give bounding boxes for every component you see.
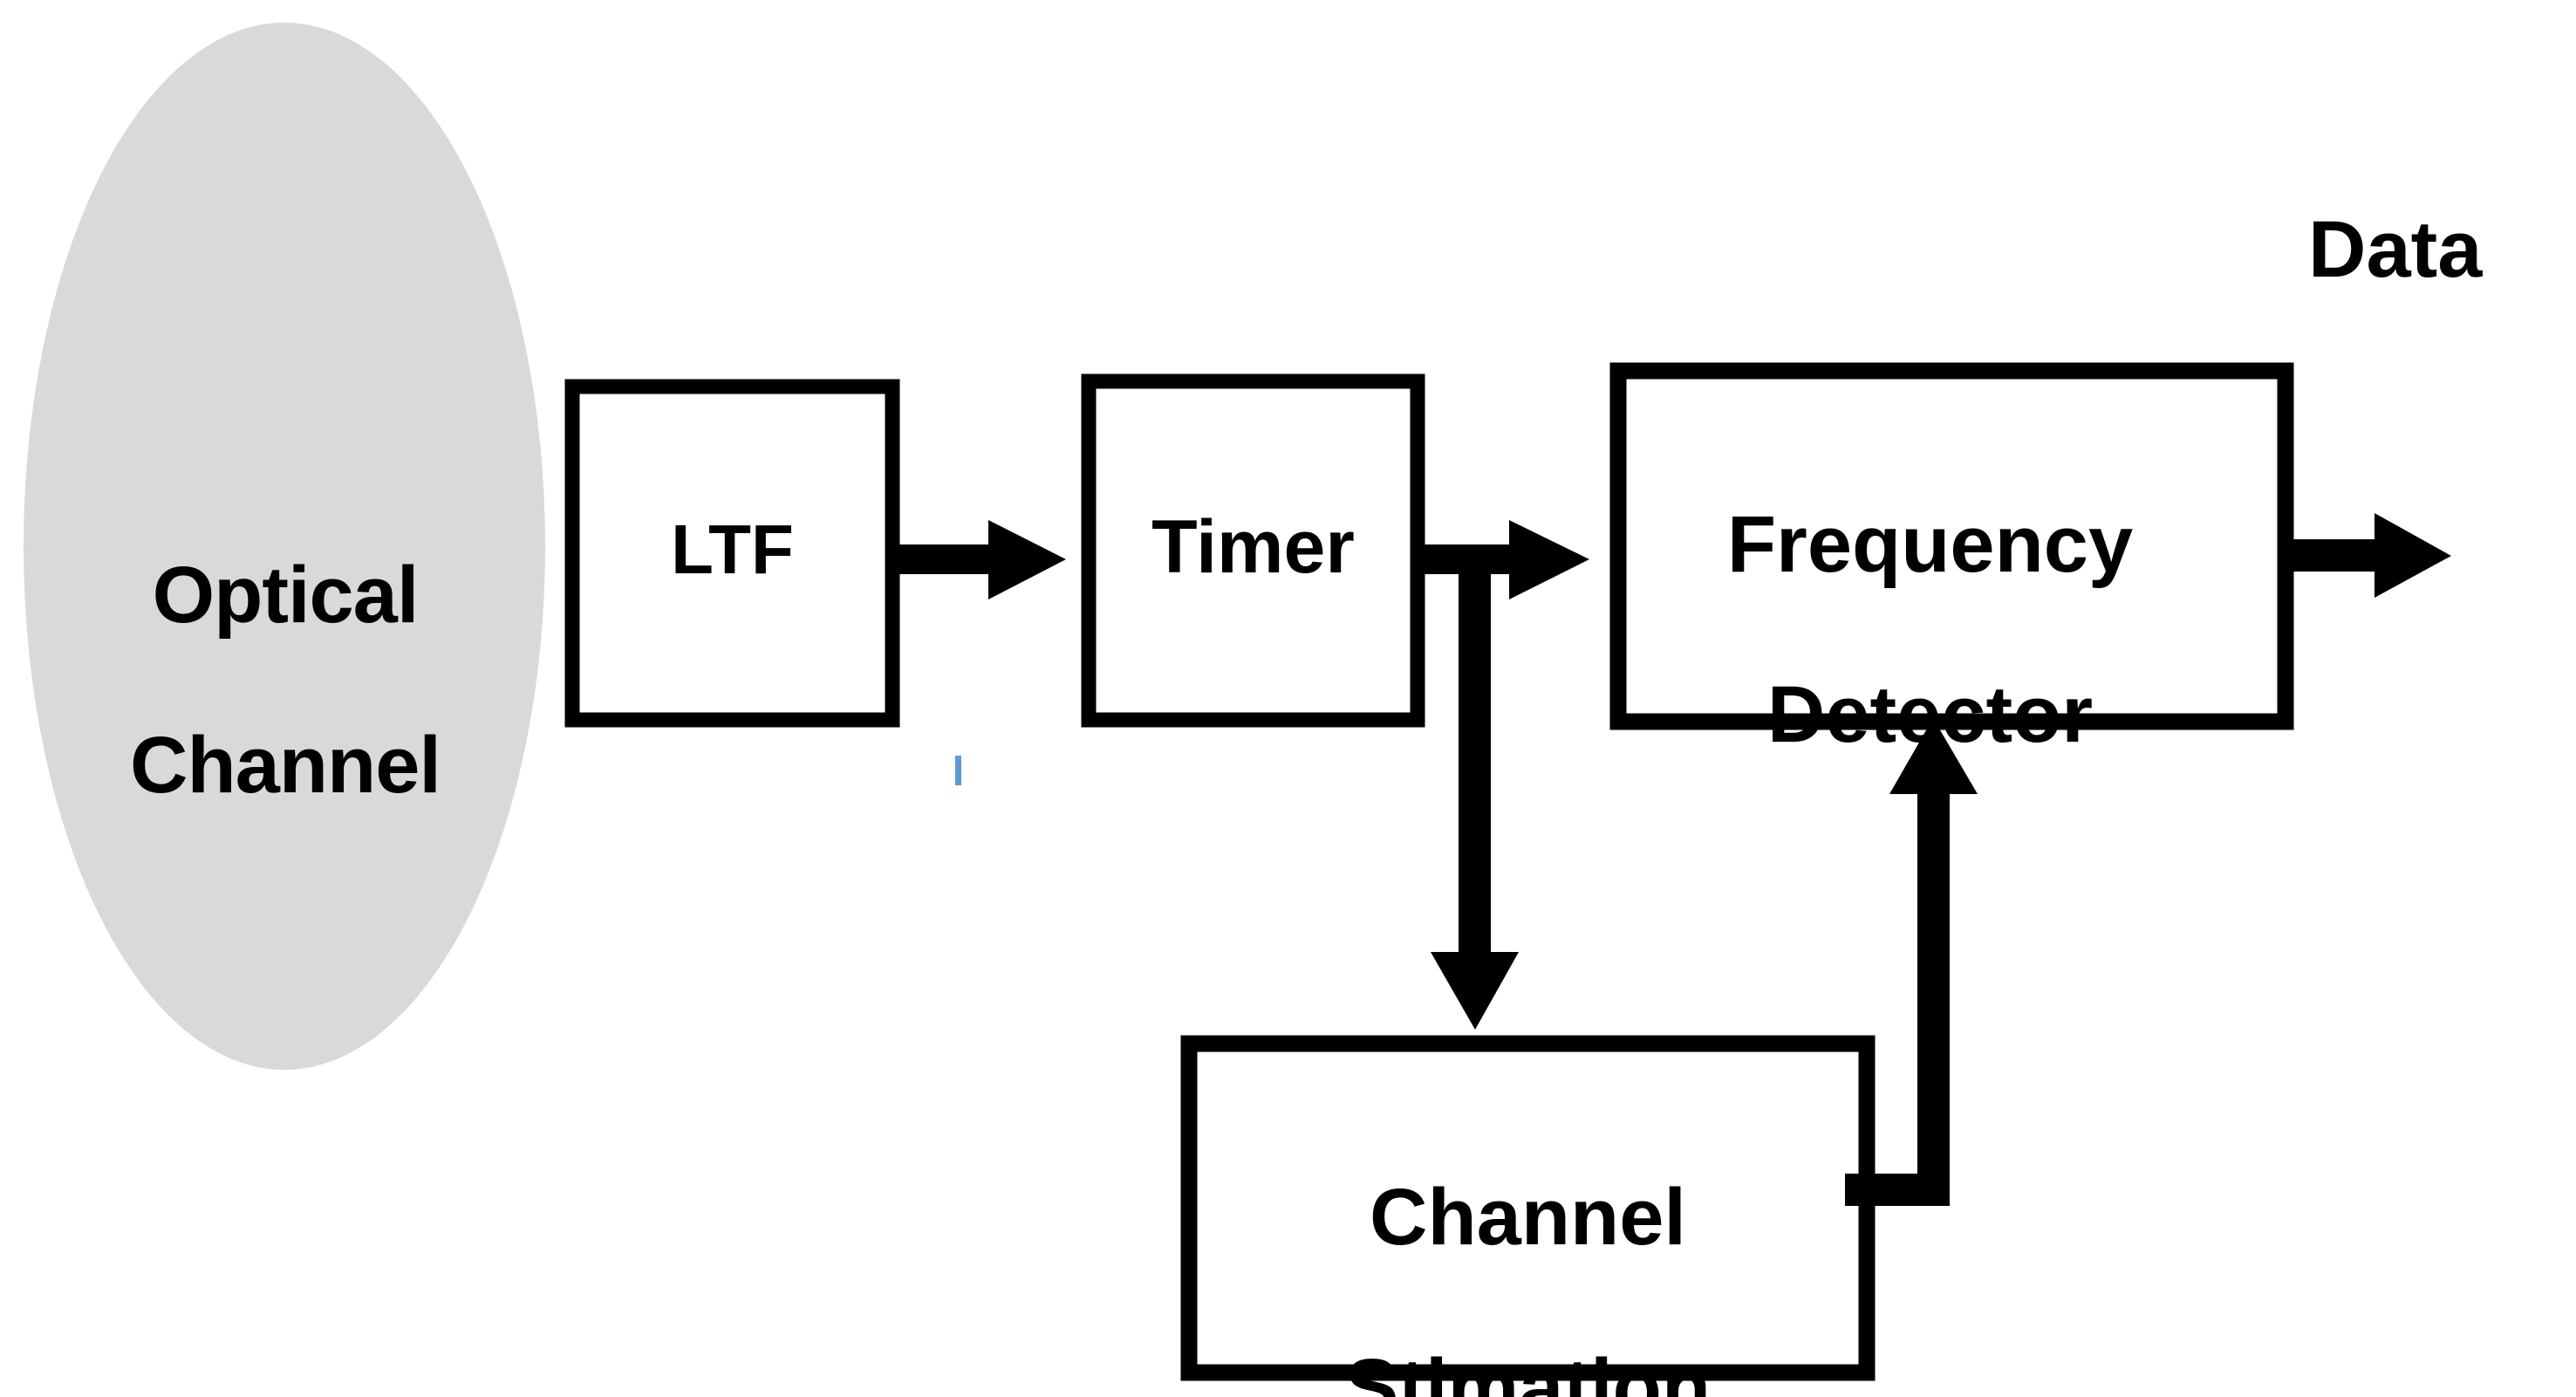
- arrowhead-feedback-to-frequency-detector: [1889, 718, 1978, 794]
- optical-channel-ellipse[interactable]: [24, 23, 545, 1070]
- arrowhead-timer-to-channel-stimation: [1431, 952, 1519, 1030]
- timer-box[interactable]: [1081, 373, 1425, 728]
- channel-stimation-box[interactable]: [1180, 1035, 1876, 1381]
- ltf-box[interactable]: [564, 379, 900, 728]
- frequency-detector-box[interactable]: [1609, 362, 2294, 730]
- feedback-vertical-segment: [1917, 794, 1950, 1206]
- arrow-timer-to-frequency-detector: [1418, 520, 1589, 599]
- arrow-ltf-to-timer: [892, 520, 1066, 599]
- arrow-frequency-detector-to-output: [2286, 513, 2451, 598]
- branch-trunk-vertical: [1459, 544, 1491, 955]
- text-caret-artifact: [955, 756, 961, 785]
